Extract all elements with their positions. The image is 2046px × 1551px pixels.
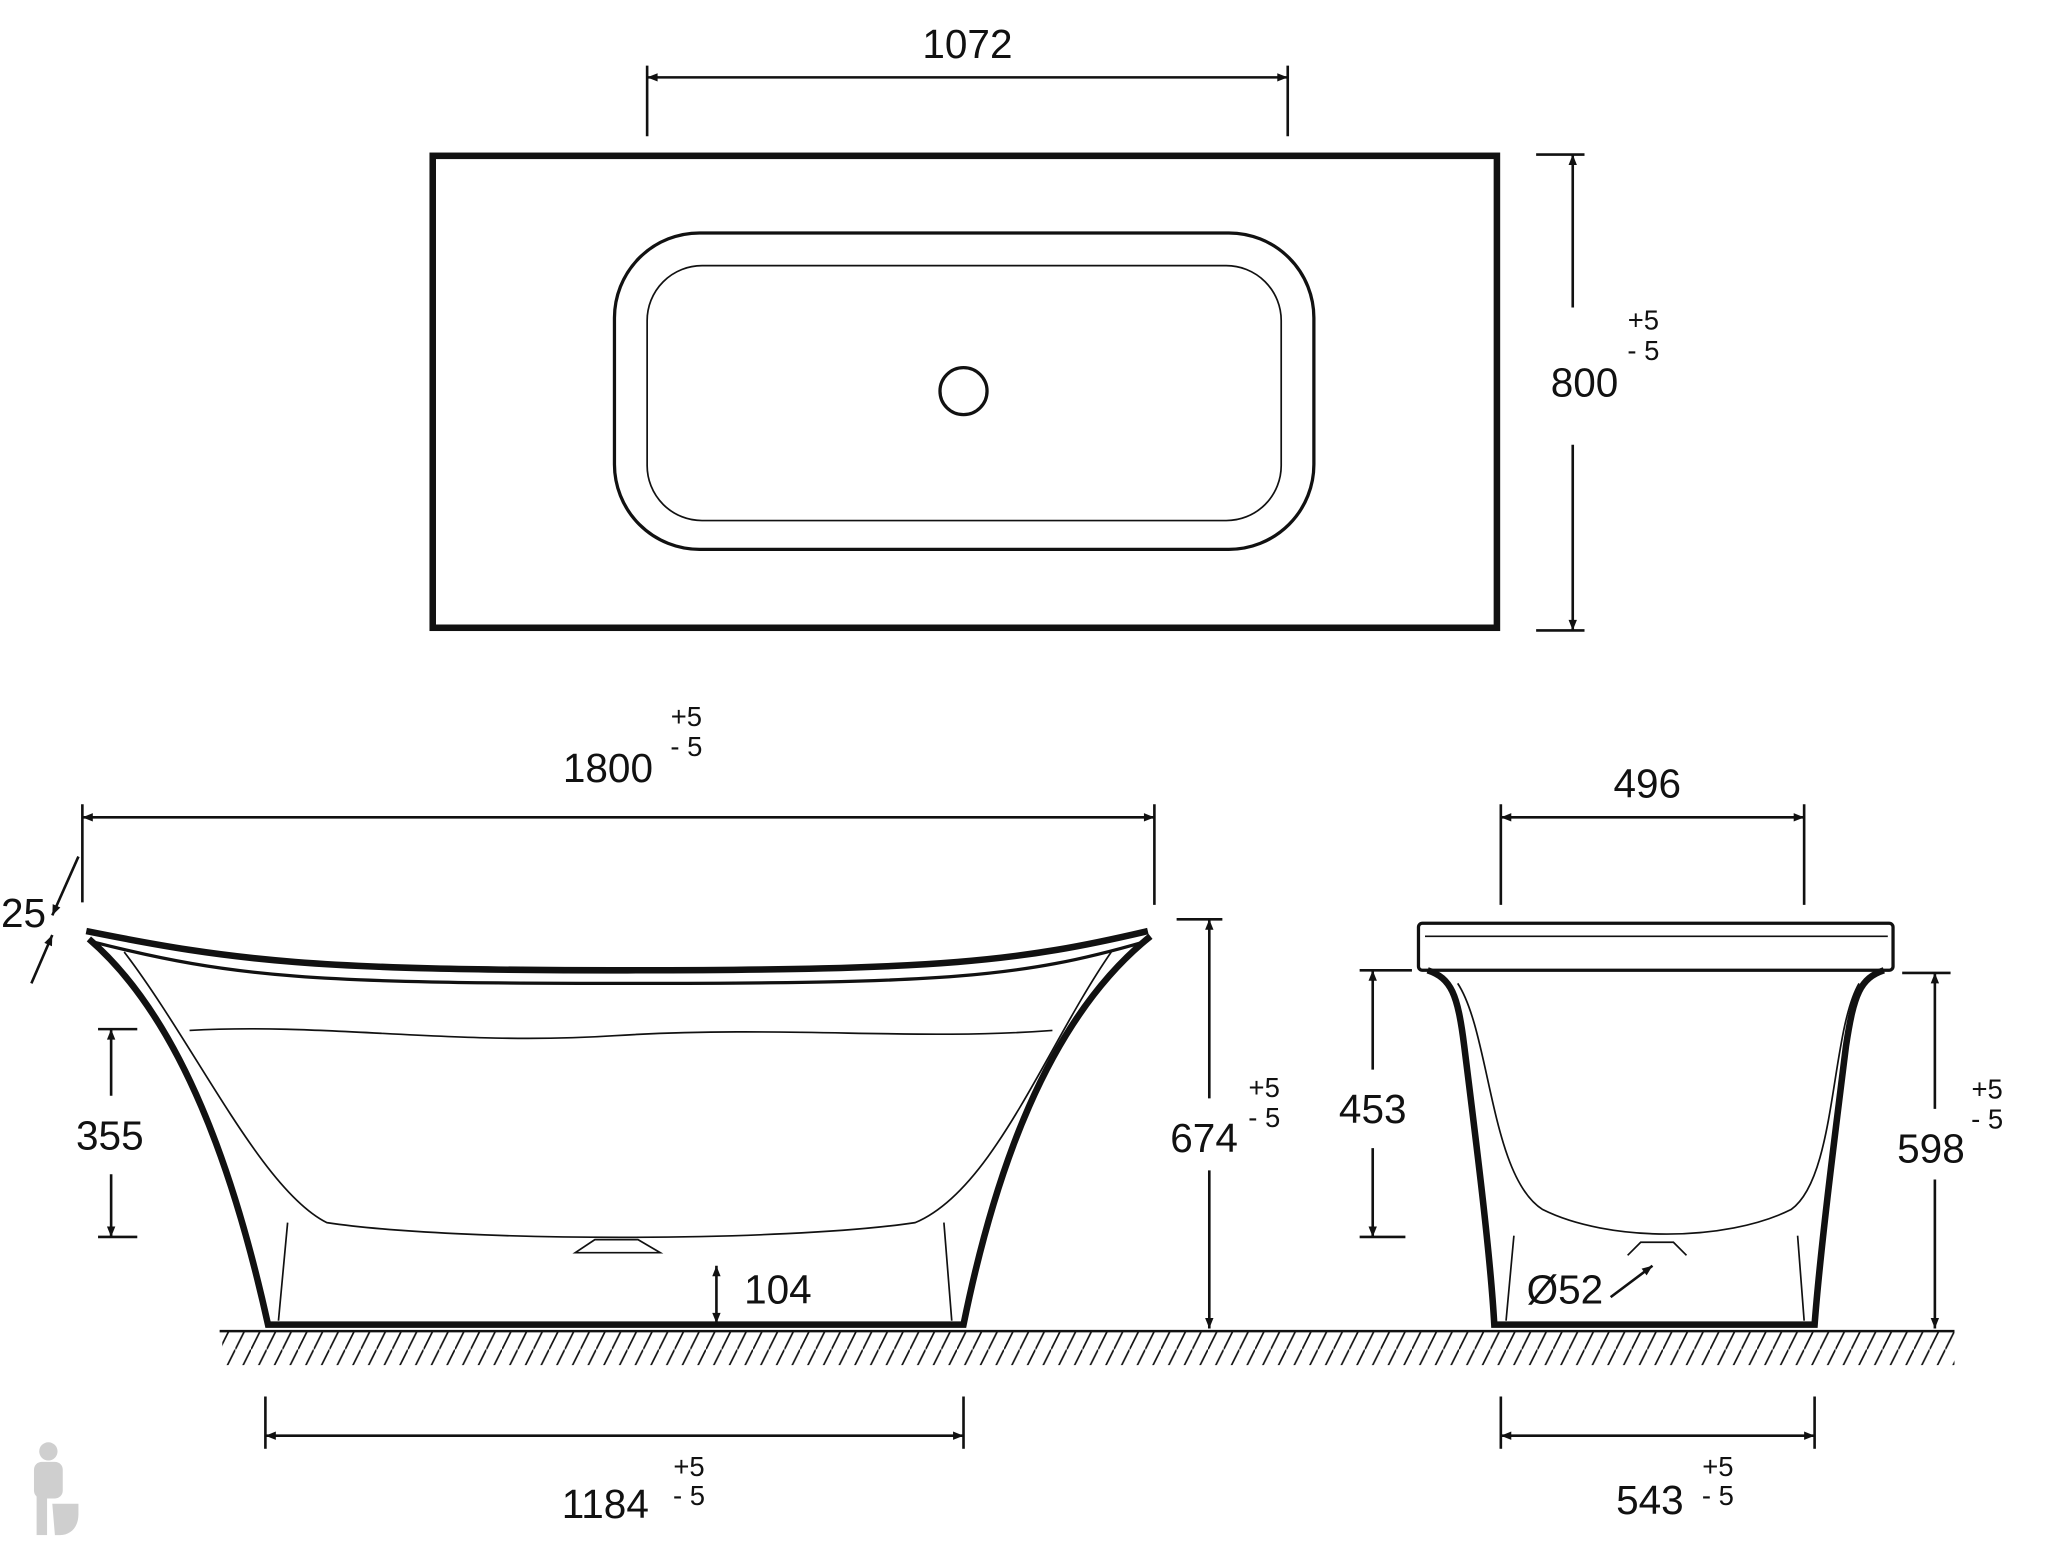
end-view: 496 453 598 +5 - 5 Ø52 543 +5 - 5 bbox=[1339, 761, 2003, 1523]
tol-plus: +5 bbox=[671, 701, 702, 732]
dim-800: 800 bbox=[1551, 359, 1619, 405]
dim-355: 355 bbox=[76, 1112, 144, 1158]
tol-plus: +5 bbox=[1702, 1451, 1733, 1482]
tol-plus: +5 bbox=[1249, 1072, 1280, 1103]
dim-543: 543 bbox=[1616, 1477, 1684, 1523]
dim-1800: 1800 bbox=[563, 745, 653, 791]
drain-icon bbox=[938, 365, 989, 417]
tol-plus: +5 bbox=[1628, 305, 1659, 336]
water-line bbox=[189, 1027, 1053, 1040]
dim-25: 25 bbox=[1, 890, 46, 936]
tol-minus: - 5 bbox=[673, 1480, 705, 1511]
dim-674: 674 bbox=[1170, 1115, 1238, 1161]
tol-minus: - 5 bbox=[1971, 1103, 2003, 1134]
ground bbox=[219, 1329, 1955, 1366]
rim bbox=[1416, 921, 1895, 972]
ground-hatch bbox=[222, 1331, 1955, 1366]
basin-inner bbox=[646, 264, 1283, 522]
base-lines bbox=[277, 1222, 953, 1321]
base-lines bbox=[1505, 1235, 1805, 1321]
dim-drain-diameter: Ø52 bbox=[1527, 1267, 1604, 1313]
dim-1072: 1072 bbox=[922, 21, 1012, 67]
rim-top bbox=[85, 927, 1149, 974]
inner-basin bbox=[1456, 982, 1860, 1235]
drain-icon bbox=[1627, 1241, 1688, 1256]
plumber-logo-watermark bbox=[33, 1442, 79, 1536]
dim-598: 598 bbox=[1897, 1125, 1965, 1171]
drain-icon bbox=[572, 1238, 664, 1254]
dim-453: 453 bbox=[1339, 1086, 1407, 1132]
tol-minus: - 5 bbox=[1248, 1102, 1280, 1133]
basin-outer bbox=[612, 231, 1316, 551]
tol-plus: +5 bbox=[673, 1451, 704, 1482]
body-outline bbox=[1426, 967, 1886, 1328]
tol-minus: - 5 bbox=[670, 731, 702, 762]
dim-line-25 bbox=[30, 934, 54, 984]
leader-line bbox=[1609, 1264, 1654, 1299]
top-view: 1072 800 +5 - 5 bbox=[429, 21, 1659, 632]
dim-104: 104 bbox=[744, 1267, 812, 1313]
dim-1184: 1184 bbox=[562, 1481, 649, 1527]
tol-minus: - 5 bbox=[1627, 335, 1659, 366]
inner-basin bbox=[123, 951, 1112, 1239]
tol-minus: - 5 bbox=[1702, 1480, 1734, 1511]
body-outline bbox=[86, 933, 1153, 1328]
tol-plus: +5 bbox=[1972, 1073, 2003, 1104]
side-view: 1800 +5 - 5 25 355 674 +5 - 5 104 1184 +… bbox=[1, 701, 1280, 1527]
dim-line-25 bbox=[51, 856, 80, 916]
dim-496: 496 bbox=[1613, 761, 1681, 807]
top-outline bbox=[429, 152, 1501, 632]
rim-inner bbox=[91, 939, 1146, 986]
